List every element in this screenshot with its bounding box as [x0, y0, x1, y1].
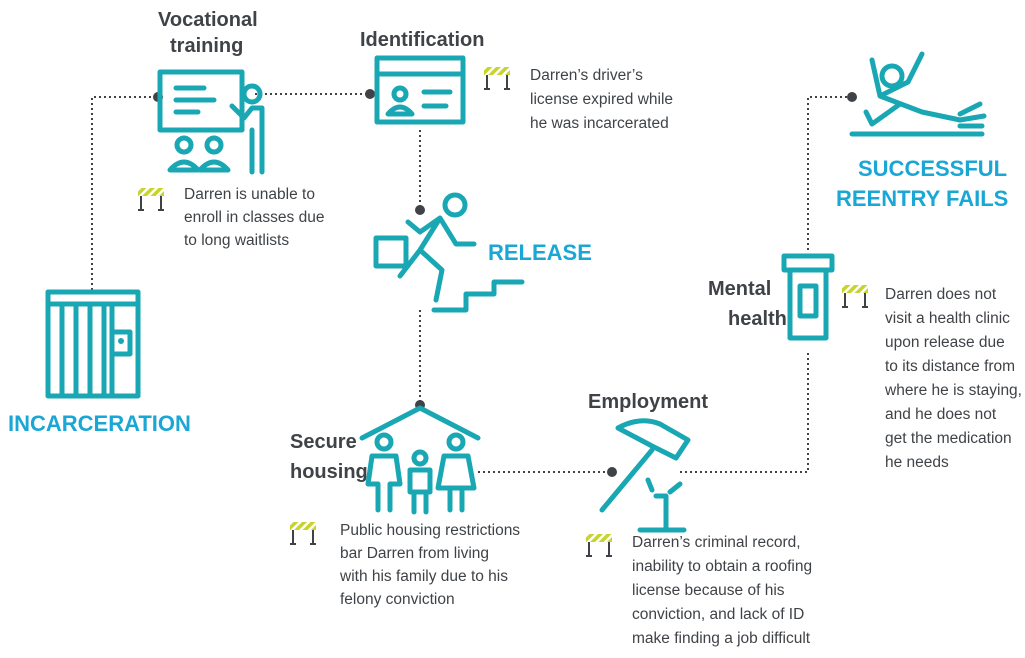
housing-node: Secure housing Public housing restrictio…	[289, 405, 520, 608]
connectors	[91, 89, 857, 477]
roadblock-icon	[585, 533, 613, 557]
release-node: RELEASE	[373, 192, 592, 313]
mental-health-note-6: and he does not	[885, 406, 997, 423]
mental-health-note-2: visit a health clinic	[885, 310, 1010, 327]
teacher-board-icon	[157, 69, 265, 175]
housing-note-3: with his family due to his	[339, 568, 508, 585]
mental-health-note-8: he needs	[885, 454, 949, 471]
housing-label-1: Secure	[290, 431, 357, 453]
family-house-icon	[359, 405, 481, 515]
employment-node: Employment Darren’s criminal record, ina…	[585, 391, 812, 647]
outcome-label-2: REENTRY FAILS	[836, 186, 1008, 211]
release-label: RELEASE	[488, 240, 592, 265]
mental-health-node: Mental health Darren does not visit a he…	[708, 253, 1022, 471]
mental-health-note-3: upon release due	[885, 334, 1005, 351]
id-card-icon	[374, 55, 466, 125]
jail-cell-icon	[45, 289, 141, 399]
housing-note-2: bar Darren from living	[340, 545, 489, 562]
vocational-training-node: Vocational training Darren is unable to …	[137, 9, 324, 249]
hammer-icon	[599, 418, 691, 533]
mental-health-note-7: get the medication	[885, 430, 1012, 447]
identification-label: Identification	[360, 29, 484, 51]
vocational-note-2: enroll in classes due	[184, 209, 324, 226]
vocational-note-3: to long waitlists	[184, 232, 289, 249]
roadblock-icon	[841, 284, 869, 308]
employment-note-4: conviction, and lack of ID	[632, 606, 804, 623]
mental-health-note-5: where he is staying,	[884, 382, 1022, 399]
pill-bottle-icon	[781, 253, 835, 341]
roadblock-icon	[289, 521, 317, 545]
vocational-note-1: Darren is unable to	[184, 186, 315, 203]
walking-person-briefcase-icon	[373, 192, 525, 313]
mental-health-note-4: to its distance from	[885, 358, 1015, 375]
identification-note-1: Darren’s driver’s	[530, 67, 643, 84]
housing-note-4: felony conviction	[340, 591, 455, 608]
employment-note-2: inability to obtain a roofing	[632, 558, 812, 575]
identification-note-3: he was incarcerated	[530, 115, 669, 132]
outcome-node: SUCCESSFUL REENTRY FAILS	[836, 51, 1008, 211]
vocational-label-1: Vocational	[158, 9, 258, 31]
housing-label-2: housing	[290, 461, 368, 483]
incarceration-node: INCARCERATION	[8, 289, 191, 436]
outcome-label-1: SUCCESSFUL	[858, 156, 1007, 181]
employment-label: Employment	[588, 391, 708, 413]
roadblock-icon	[483, 66, 511, 90]
mental-health-label-2: health	[728, 308, 787, 330]
identification-note-2: license expired while	[530, 91, 673, 108]
roadblock-icon	[137, 187, 165, 211]
employment-note-1: Darren’s criminal record,	[632, 534, 801, 551]
employment-note-3: license because of his	[632, 582, 785, 599]
vocational-label-2: training	[170, 35, 243, 57]
incarceration-label: INCARCERATION	[8, 411, 191, 436]
mental-health-label-1: Mental	[708, 278, 771, 300]
falling-person-icon	[849, 51, 987, 137]
identification-node: Identification Darren’s driver’s license…	[360, 29, 673, 132]
housing-note-1: Public housing restrictions	[340, 522, 520, 539]
employment-note-5: make finding a job difficult	[632, 630, 811, 647]
mental-health-note-1: Darren does not	[885, 286, 997, 303]
